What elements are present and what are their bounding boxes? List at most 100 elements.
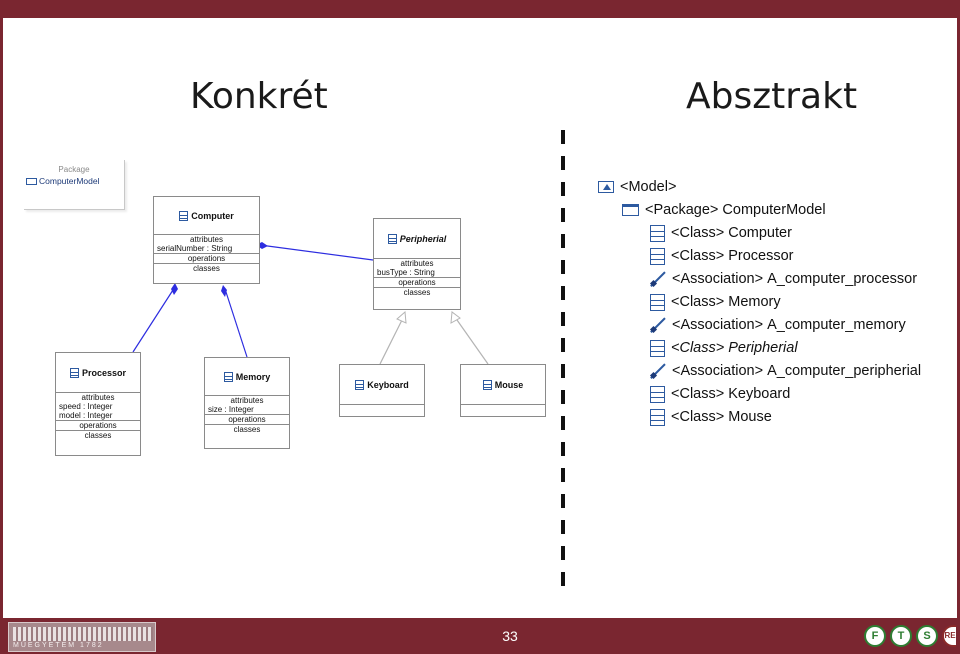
- class-icon: [387, 233, 397, 244]
- folder-icon: [622, 204, 639, 216]
- tree-item-class-computer[interactable]: <Class> Computer: [650, 224, 792, 242]
- class-header: Mouse: [461, 365, 545, 405]
- class-header: Memory: [205, 358, 289, 396]
- tree-item-kind: <Class>: [671, 386, 725, 402]
- tree-item-kind: <Class>: [671, 225, 725, 241]
- bottom-footer-bar: [0, 618, 960, 654]
- generalization-keyboard-peripherial[interactable]: [379, 310, 407, 365]
- tree-item-association-processor[interactable]: <Association> A_computer_processor: [650, 270, 917, 288]
- operations-title: operations: [187, 254, 226, 263]
- class-icon: [179, 210, 189, 221]
- tree-item-kind: <Class>: [671, 294, 725, 310]
- association-computer-peripherial[interactable]: [256, 242, 374, 261]
- class-name: Keyboard: [367, 379, 409, 390]
- tree-item-name: Processor: [728, 248, 794, 264]
- right-frame-edge: [957, 18, 960, 618]
- heading-absztrakt: Absztrakt: [686, 76, 858, 117]
- class-icon: [650, 247, 665, 265]
- tree-item-kind: <Model>: [620, 179, 677, 195]
- tree-item-class-memory[interactable]: <Class> Memory: [650, 293, 781, 311]
- tree-item-class-peripherial[interactable]: <Class> Peripherial: [650, 339, 798, 357]
- association-computer-memory[interactable]: [221, 285, 248, 358]
- package-frame[interactable]: Package ComputerModel: [24, 160, 125, 210]
- association-computer-processor[interactable]: [132, 283, 178, 353]
- tree-item-kind: <Association>: [672, 271, 764, 287]
- class-name: Memory: [235, 371, 271, 382]
- dashed-divider: [561, 130, 565, 590]
- top-frame-bar: [0, 0, 960, 18]
- association-icon: [650, 317, 666, 333]
- operations-title: operations: [228, 415, 266, 424]
- tree-item-kind: <Association>: [672, 317, 764, 333]
- class-icon: [650, 385, 665, 403]
- tree-item-name: Mouse: [728, 409, 772, 425]
- folder-icon: [26, 178, 37, 185]
- tree-item-class-mouse[interactable]: <Class> Mouse: [650, 408, 772, 426]
- classes-section: classes: [56, 431, 140, 440]
- class-header: Computer: [154, 197, 259, 235]
- attribute-row: size : Integer: [208, 405, 254, 414]
- tree-item-name: Peripherial: [728, 340, 798, 356]
- empty-section: [461, 405, 545, 417]
- class-icon: [223, 371, 233, 382]
- tree-item-kind: <Class>: [671, 340, 725, 356]
- class-header: Peripherial: [374, 219, 460, 259]
- university-logo: MŰEGYETEM 1782: [8, 622, 156, 652]
- logo-t-icon: T: [890, 625, 912, 647]
- package-kind-label: Package: [58, 165, 90, 174]
- class-mouse[interactable]: Mouse: [460, 364, 546, 417]
- tree-item-association-peripherial[interactable]: <Association> A_computer_peripherial: [650, 362, 921, 380]
- association-icon: [650, 271, 666, 287]
- attribute-row: model : Integer: [59, 411, 113, 420]
- operations-section: operations: [56, 421, 140, 431]
- empty-section: [340, 405, 424, 417]
- attributes-title: attributes: [230, 396, 264, 405]
- attributes-title: attributes: [190, 235, 223, 244]
- tree-item-name: Computer: [728, 225, 792, 241]
- tree-item-name: A_computer_memory: [767, 317, 906, 333]
- class-icon: [650, 408, 665, 426]
- class-icon: [69, 367, 79, 378]
- operations-title: operations: [398, 278, 436, 287]
- operations-section: operations: [154, 254, 259, 264]
- tree-item-association-memory[interactable]: <Association> A_computer_memory: [650, 316, 906, 334]
- page-number: 33: [502, 628, 518, 644]
- generalization-mouse-peripherial[interactable]: [450, 311, 489, 365]
- class-icon: [650, 224, 665, 242]
- class-name: Processor: [81, 367, 127, 378]
- classes-title: classes: [84, 431, 112, 440]
- tree-item-kind: <Class>: [671, 248, 725, 264]
- tree-item-class-keyboard[interactable]: <Class> Keyboard: [650, 385, 790, 403]
- tree-item-model[interactable]: <Model>: [598, 178, 676, 196]
- composition-diamond-icon: [221, 285, 227, 297]
- composition-diamond-icon: [171, 283, 178, 295]
- operations-section: operations: [205, 415, 289, 425]
- class-icon: [650, 339, 665, 357]
- inheritance-arrow-icon: [396, 310, 407, 324]
- building-graphic: [13, 627, 153, 641]
- logo-f-icon: F: [864, 625, 886, 647]
- tree-item-package[interactable]: <Package> ComputerModel: [622, 201, 826, 219]
- tree-item-name: A_computer_processor: [767, 271, 918, 287]
- attribute-row: speed : Integer: [59, 402, 113, 411]
- tree-item-name: A_computer_peripherial: [767, 363, 922, 379]
- package-name-label: ComputerModel: [39, 176, 100, 186]
- tree-item-class-processor[interactable]: <Class> Processor: [650, 247, 794, 265]
- left-frame-edge: [0, 18, 3, 618]
- classes-section: classes: [205, 425, 289, 434]
- classes-section: classes: [374, 288, 460, 297]
- class-keyboard[interactable]: Keyboard: [339, 364, 425, 417]
- tree-item-kind: <Association>: [672, 363, 764, 379]
- attributes-title: attributes: [81, 393, 115, 402]
- attributes-title: attributes: [400, 259, 434, 268]
- tree-item-kind: <Class>: [671, 409, 725, 425]
